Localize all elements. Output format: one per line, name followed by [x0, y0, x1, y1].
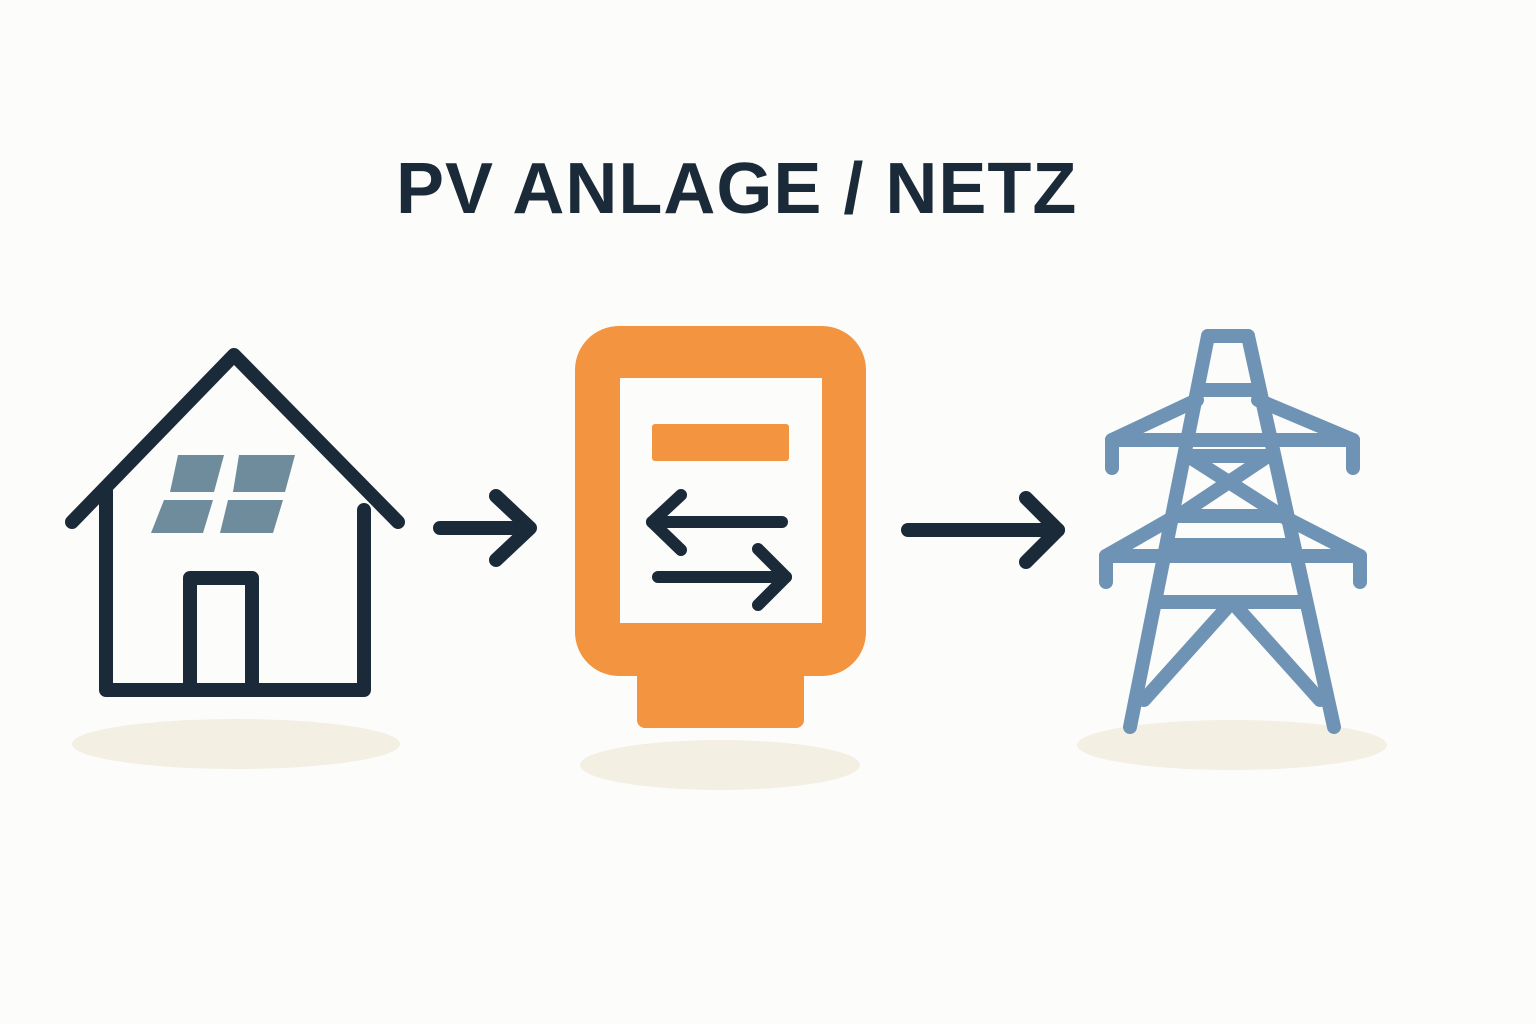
house-shadow	[72, 719, 400, 769]
arrow-right-icon	[433, 489, 537, 567]
arrow-right-icon	[901, 491, 1065, 569]
meter-shadow	[580, 740, 860, 790]
power-pylon-icon	[1099, 329, 1367, 734]
solar-panel-icon	[151, 455, 295, 533]
house-with-solar-panels-icon	[65, 348, 405, 697]
pylon-shadow	[1077, 720, 1387, 770]
exchange-arrows-icon	[646, 489, 792, 611]
bidirectional-meter-icon	[575, 326, 866, 728]
diagram-title: PV ANLAGE / NETZ	[396, 149, 1078, 229]
